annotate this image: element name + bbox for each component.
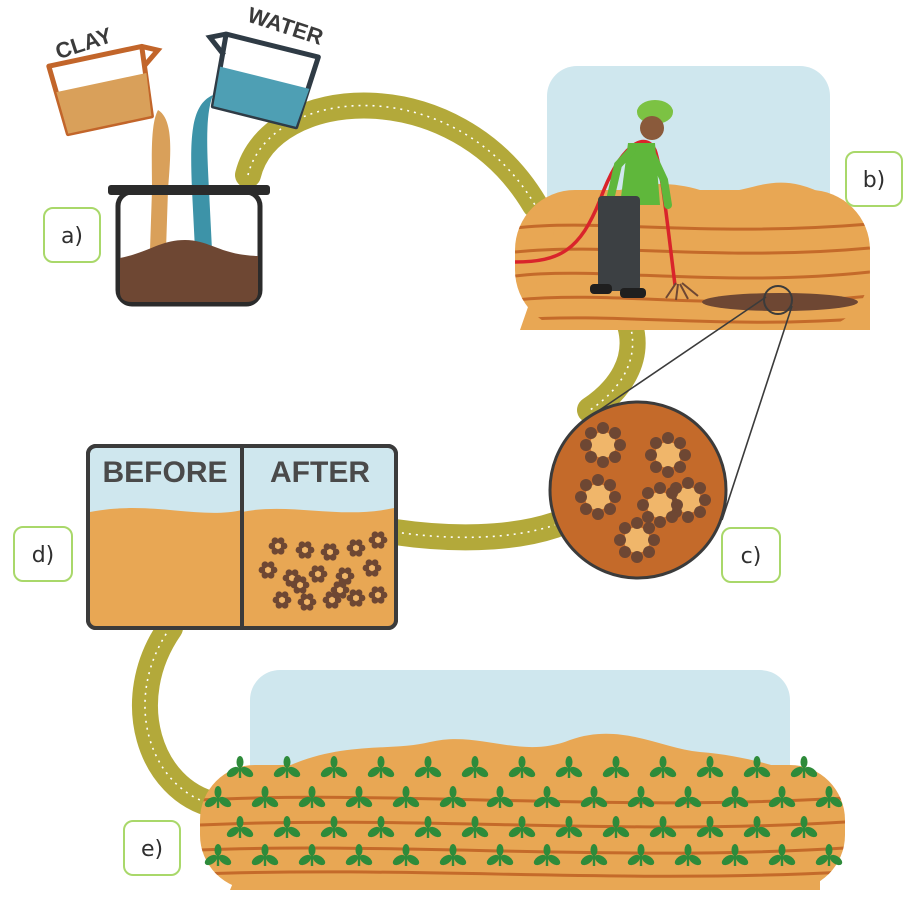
- seedling: [602, 816, 630, 838]
- seedling: [674, 786, 702, 808]
- seedling: [251, 844, 279, 866]
- seedling: [580, 844, 608, 866]
- seedling: [696, 756, 724, 778]
- seedling: [790, 756, 818, 778]
- seedling: [439, 844, 467, 866]
- seedling: [602, 756, 630, 778]
- clay-puddle: [702, 293, 858, 311]
- step-label-e-text: e): [141, 837, 163, 862]
- seedling: [298, 786, 326, 808]
- zoom-target: [763, 285, 793, 315]
- step-a-mixing: CLAY WATER: [46, 2, 326, 307]
- seedling: [461, 816, 489, 838]
- seedling: [439, 786, 467, 808]
- seedling: [627, 844, 655, 866]
- step-label-c: c): [721, 527, 781, 583]
- seedling: [649, 816, 677, 838]
- seedling: [815, 786, 843, 808]
- seedling: [392, 844, 420, 866]
- after-label: AFTER: [270, 456, 370, 489]
- zoom-line-right: [721, 305, 793, 521]
- clay-pitcher: [46, 43, 163, 137]
- seedling: [743, 816, 771, 838]
- seedling: [320, 816, 348, 838]
- seedling: [649, 756, 677, 778]
- seedling: [743, 756, 771, 778]
- water-spray: [665, 282, 699, 301]
- step-e-planted-field: [200, 670, 845, 890]
- step-label-c-text: c): [741, 544, 762, 569]
- seedling: [204, 786, 232, 808]
- step-label-b-text: b): [863, 168, 886, 193]
- seedling: [320, 756, 348, 778]
- seedling: [721, 786, 749, 808]
- seedling: [461, 756, 489, 778]
- seedling: [768, 786, 796, 808]
- seedling: [486, 786, 514, 808]
- seedling: [508, 816, 536, 838]
- before-label: BEFORE: [102, 456, 227, 489]
- step-label-e: e): [123, 820, 181, 876]
- seedling: [345, 844, 373, 866]
- seedling: [392, 786, 420, 808]
- worker: [590, 100, 673, 298]
- seedling: [226, 816, 254, 838]
- zoom-line-left: [584, 296, 767, 421]
- step-b-field-application: [514, 66, 870, 330]
- seedling: [367, 816, 395, 838]
- seedling: [580, 786, 608, 808]
- clay-stream: [150, 110, 171, 250]
- water-pitcher: [205, 31, 321, 130]
- beaker: [108, 185, 270, 307]
- seedling: [251, 786, 279, 808]
- plants: [204, 756, 843, 866]
- step-label-a-text: a): [61, 224, 83, 249]
- seedling: [273, 816, 301, 838]
- seedling: [508, 756, 536, 778]
- seedling: [721, 844, 749, 866]
- step-label-a: a): [43, 207, 101, 263]
- seedling: [345, 786, 373, 808]
- seedling: [533, 844, 561, 866]
- seedling: [627, 786, 655, 808]
- seedling: [815, 844, 843, 866]
- seedling: [555, 816, 583, 838]
- step-d-before-after: BEFORE AFTER: [86, 444, 398, 630]
- seedling: [790, 816, 818, 838]
- seedling: [696, 816, 724, 838]
- seedling: [555, 756, 583, 778]
- step-label-d: d): [13, 526, 73, 582]
- step-label-b: b): [845, 151, 903, 207]
- seedling: [298, 844, 326, 866]
- seedling: [768, 844, 796, 866]
- seedling: [414, 816, 442, 838]
- water-stream: [191, 95, 213, 250]
- seedling: [273, 756, 301, 778]
- soil-aggregates: [575, 422, 711, 563]
- seedling: [367, 756, 395, 778]
- seedling: [226, 756, 254, 778]
- seedling: [414, 756, 442, 778]
- seedling: [533, 786, 561, 808]
- seedling: [204, 844, 232, 866]
- step-c-magnified-soil: [548, 296, 793, 580]
- seedling: [674, 844, 702, 866]
- step-label-d-text: d): [32, 543, 55, 568]
- seedling: [486, 844, 514, 866]
- process-path: [132, 92, 646, 818]
- after-aggregates: [258, 531, 388, 611]
